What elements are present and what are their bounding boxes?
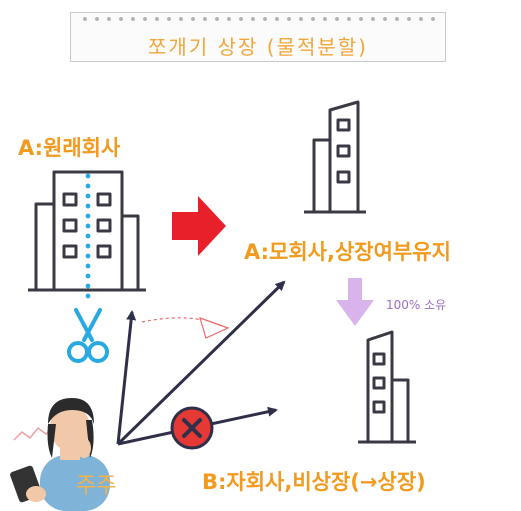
dashed-curve-arrowhead-icon [199,317,230,339]
down-arrow-icon [336,278,374,326]
arrow-to-parent [116,280,286,446]
arrow-to-original [116,310,137,445]
split-line [85,173,91,299]
title-box: 쪼개기 상장 (물적분할) [70,12,446,62]
ownership-label: 100% 소유 [386,298,447,312]
shareholder-label: 주주 [76,474,117,499]
parent-building-icon [304,100,366,214]
original-company-label: A:원래회사 [18,136,121,160]
page-title: 쪼개기 상장 (물적분할) [148,35,368,59]
parent-company-label: A:모회사,상장여부유지 [244,240,451,264]
shareholder-person-icon [10,398,110,511]
subsidiary-label: B:자회사,비상장(→상장) [202,470,426,494]
scissors-icon [67,308,109,363]
original-building-icon [28,170,146,292]
subsidiary-building-icon [358,330,416,444]
binder-dots [79,16,437,22]
red-right-arrow-icon [172,196,226,256]
blocked-x-icon [170,406,214,450]
